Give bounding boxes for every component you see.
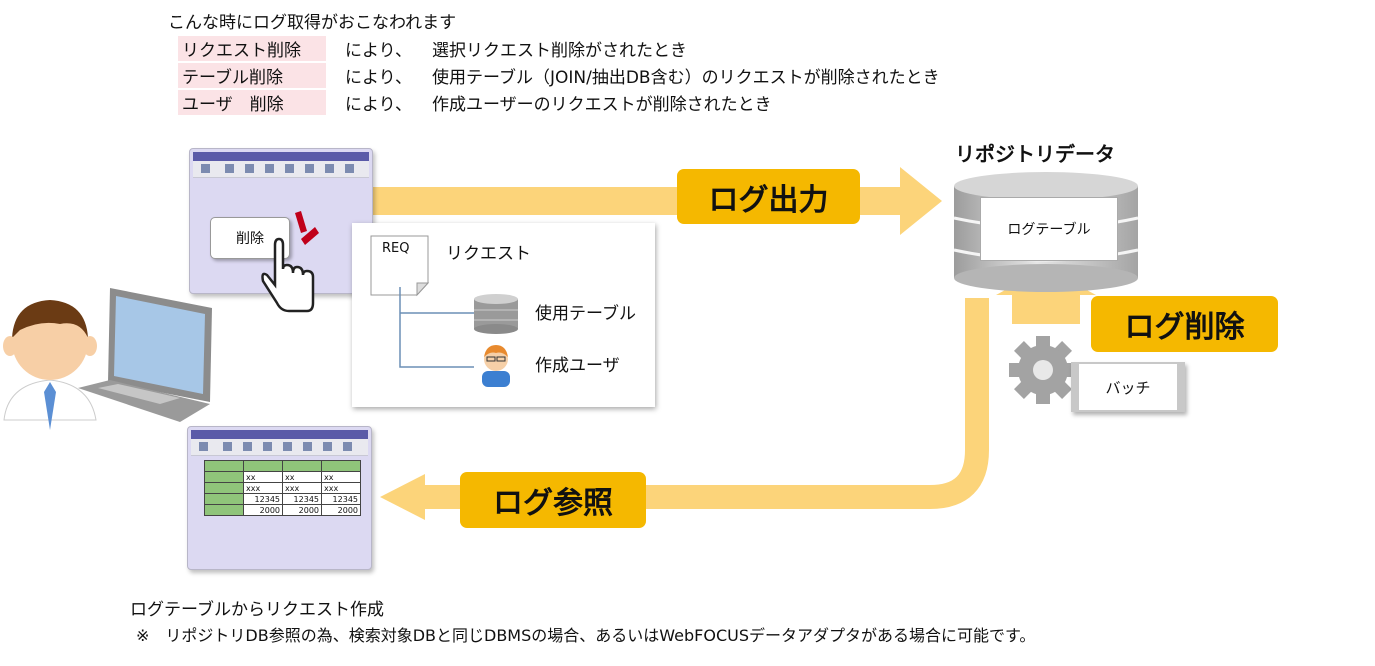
cause-desc-request: 選択リクエスト削除がされたとき xyxy=(432,41,687,61)
table-row xyxy=(204,460,361,472)
document-icon xyxy=(370,235,430,297)
app-window-delete: 削除 xyxy=(189,148,373,294)
creator-user-icon xyxy=(482,345,510,387)
cause-label-request: リクエスト削除 xyxy=(178,36,326,61)
table-cell: 12345 xyxy=(321,493,361,505)
table-cell: 12345 xyxy=(243,493,283,505)
window-toolbar xyxy=(191,439,368,456)
batch-box: バッチ xyxy=(1071,362,1185,412)
tree-lines xyxy=(399,287,474,368)
cause-label-user: ユーザ 削除 xyxy=(178,90,326,115)
cause-desc-table: 使用テーブル（JOIN/抽出DB含む）のリクエストが削除されたとき xyxy=(432,68,940,88)
log-reference-path xyxy=(420,298,989,509)
creator-user-label: 作成ユーザ xyxy=(535,356,620,376)
table-cell: 12345 xyxy=(282,493,322,505)
footer-line-2: ※ リポジトリDB参照の為、検索対象DBと同じDBMSの場合、あるいはWebFO… xyxy=(136,626,1036,645)
log-table-box: ログテーブル xyxy=(980,197,1118,261)
db-table-icon xyxy=(474,294,518,334)
table-cell: xx xyxy=(321,471,361,483)
cause-label-table: テーブル削除 xyxy=(178,63,326,88)
log-delete-badge: ログ削除 xyxy=(1091,296,1278,352)
table-cell: 2000 xyxy=(282,504,322,516)
log-output-badge: ログ出力 xyxy=(677,169,860,224)
cause-by-request: により、 xyxy=(345,41,412,61)
footer-line-1: ログテーブルからリクエスト作成 xyxy=(130,600,384,620)
log-reference-arrowhead xyxy=(380,474,425,520)
table-row: 12345 12345 12345 xyxy=(204,493,361,505)
used-table-label: 使用テーブル xyxy=(535,304,636,324)
log-reference-badge: ログ参照 xyxy=(460,472,646,528)
table-cell: 2000 xyxy=(243,504,283,516)
cause-by-table: により、 xyxy=(345,68,412,88)
result-table: xx xx xx xxx xxx xxx 12345 12345 12345 2… xyxy=(204,460,361,516)
window-title-bar xyxy=(193,152,369,161)
table-row: xxx xxx xxx xyxy=(204,482,361,494)
app-window-reference: xx xx xx xxx xxx xxx 12345 12345 12345 2… xyxy=(187,426,372,570)
cause-desc-user: 作成ユーザーのリクエストが削除されたとき xyxy=(432,95,772,115)
table-cell: 2000 xyxy=(321,504,361,516)
table-cell: xxx xyxy=(321,482,361,494)
request-title: リクエスト xyxy=(446,244,531,264)
request-card: REQ リクエスト 使用テーブル 作成ユーザ xyxy=(352,223,655,407)
repository-title: リポジトリデータ xyxy=(955,142,1115,166)
req-doc-label: REQ xyxy=(382,241,410,256)
table-cell: xxx xyxy=(282,482,322,494)
cause-by-user: により、 xyxy=(345,95,412,115)
table-cell: xx xyxy=(243,471,283,483)
user-laptop-icon xyxy=(3,288,212,430)
gear-icon xyxy=(1009,336,1077,404)
table-cell: xx xyxy=(282,471,322,483)
intro-text: こんな時にログ取得がおこなわれます xyxy=(168,13,457,33)
window-title-bar xyxy=(191,430,368,439)
log-output-arrow xyxy=(372,167,942,235)
table-row: xx xx xx xyxy=(204,471,361,483)
table-cell: xxx xyxy=(243,482,283,494)
hand-cursor-icon xyxy=(261,211,319,313)
table-row: 2000 2000 2000 xyxy=(204,504,361,516)
window-toolbar xyxy=(193,161,369,178)
